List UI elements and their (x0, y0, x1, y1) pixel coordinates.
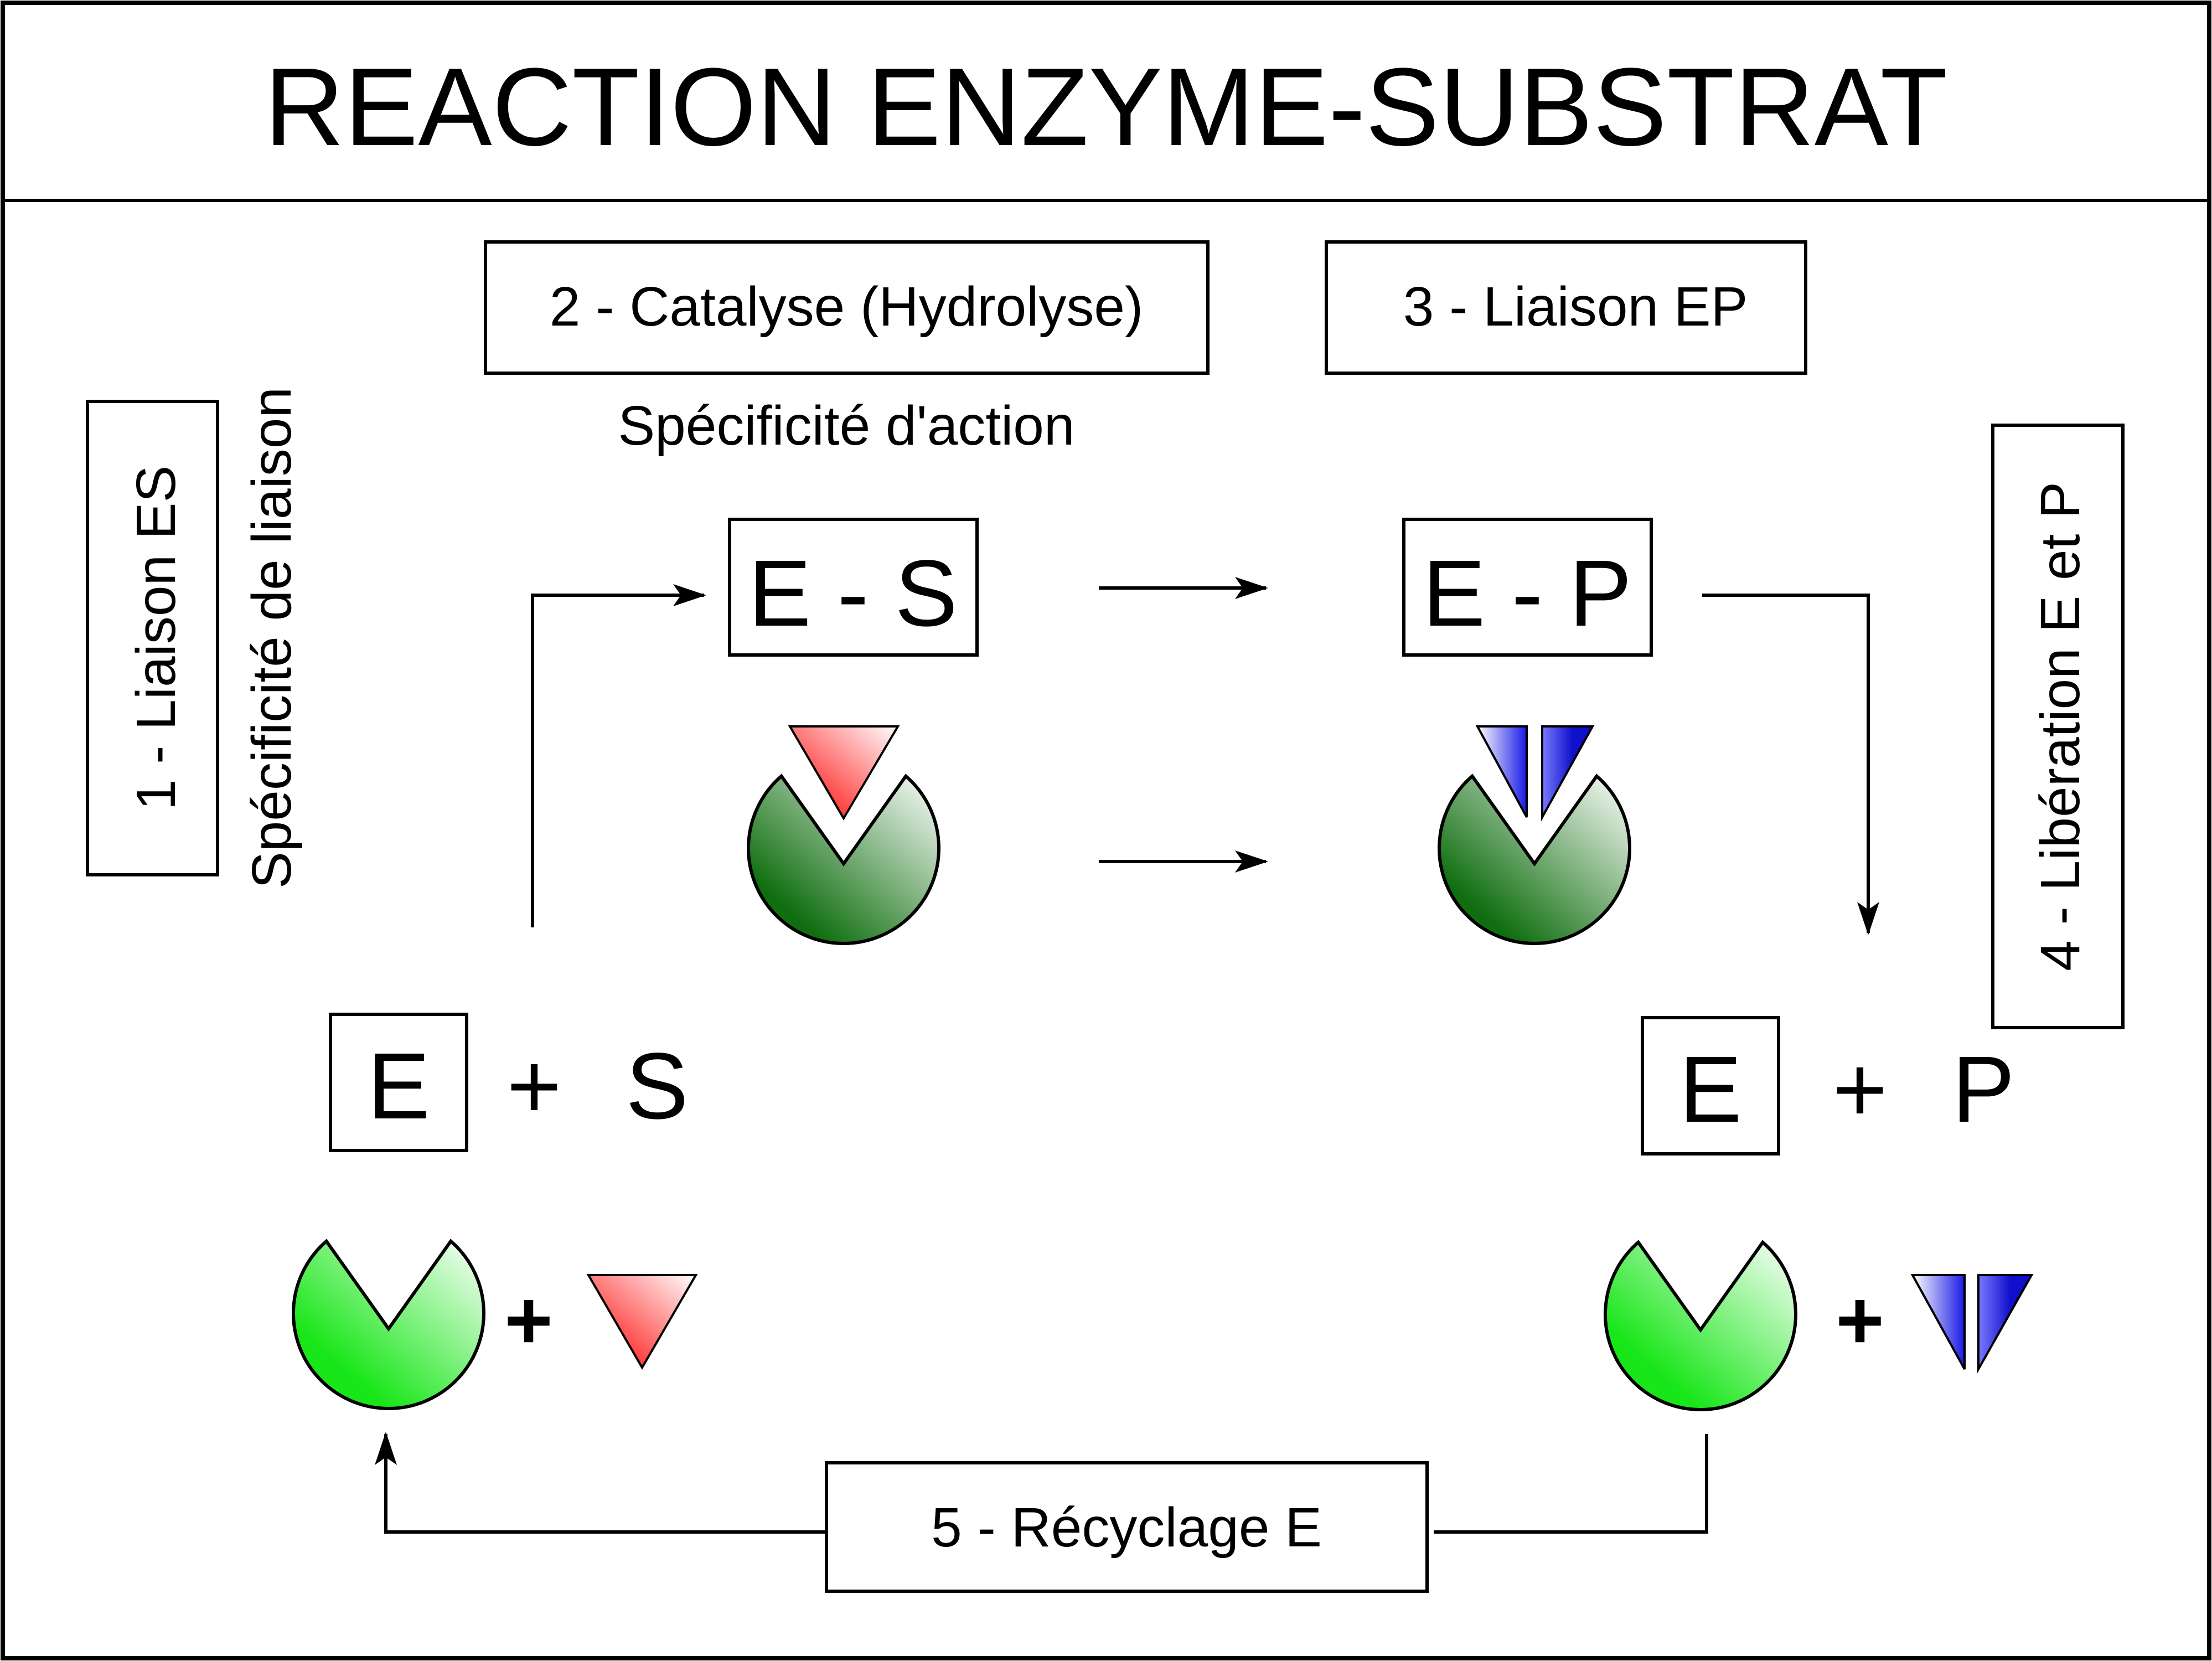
pacman-enzyme-icon (292, 1239, 485, 1410)
step-3-box: 3 - Liaison EP (1325, 240, 1807, 375)
arrow-release (1702, 594, 1879, 935)
binding-specificity-note: Spécificité de liaison (241, 387, 303, 889)
triangle-substrate-icon (586, 1274, 698, 1370)
left-enzyme-box (329, 1013, 468, 1152)
ep-complex-label: E - P (1423, 541, 1632, 646)
es-complex-box: E - S (728, 518, 979, 657)
right-plus: + (1832, 1037, 1887, 1142)
step-5-label: 5 - Récyclage E (931, 1497, 1322, 1559)
arrow-recycling (1434, 1434, 1708, 1534)
step-3-label: 3 - Liaison EP (1403, 276, 1748, 338)
right-product-label: P (1952, 1037, 2014, 1142)
left-plus: + (507, 1034, 561, 1139)
pacman-enzyme-icon (1438, 773, 1631, 945)
page-title: REACTION ENZYME-SUBSTRAT (265, 45, 1948, 169)
step-4-box: 4 - Libération E et P (1991, 424, 2125, 1029)
arrow-binding (531, 584, 706, 927)
split-triangle-product-icon (1475, 725, 1595, 822)
left-substrate-label: S (626, 1034, 688, 1139)
step-2-label: 2 - Catalyse (Hydrolyse) (550, 276, 1144, 338)
action-specificity-note: Spécificité d'action (618, 395, 1074, 457)
right-enzyme-box (1641, 1016, 1780, 1156)
right-enzyme-label: E (1679, 1037, 1741, 1142)
step-1-box: 1 - Liaison ES (86, 400, 219, 876)
es-complex-label: E - S (748, 541, 958, 646)
shape-plus-left: + (504, 1273, 553, 1366)
step-1-label: 1 - Liaison ES (125, 466, 187, 811)
right-equation: E + P (1641, 1016, 2015, 1156)
split-triangle-product-icon (1910, 1274, 2034, 1374)
pacman-enzyme-icon (1604, 1240, 1797, 1411)
ep-complex-box: E - P (1402, 518, 1653, 657)
pacman-enzyme-icon (747, 773, 940, 945)
left-enzyme-label: E (367, 1034, 430, 1139)
step-5-box: 5 - Récyclage E (825, 1461, 1429, 1593)
shape-plus-right: + (1836, 1273, 1884, 1366)
arrow-recycling-return (375, 1432, 826, 1534)
step-2-box: 2 - Catalyse (Hydrolyse) (484, 240, 1210, 375)
left-equation: E + S (329, 1013, 689, 1152)
step-4-label: 4 - Libération E et P (2029, 482, 2091, 971)
triangle-substrate-icon (788, 725, 900, 821)
